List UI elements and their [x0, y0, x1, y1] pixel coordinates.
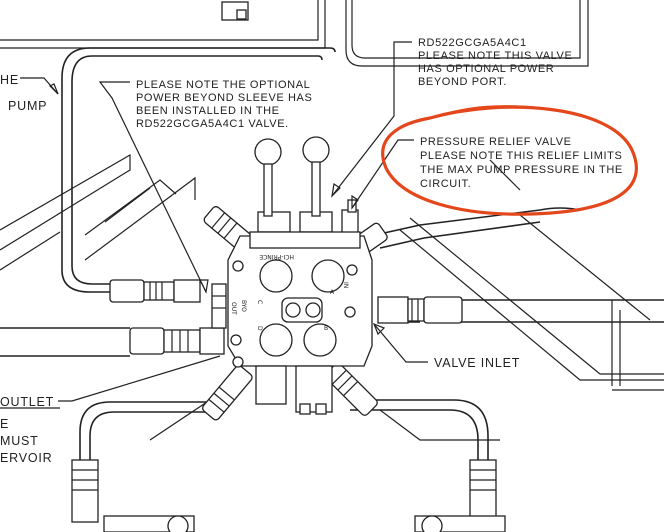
valve-port-out: OUT [230, 302, 237, 315]
labels: HE PUMP PLEASE NOTE THE OPTIONAL POWER B… [0, 37, 623, 465]
valve-port-d: D [256, 326, 263, 331]
lever-knob-right [302, 136, 330, 164]
pump-label: PUMP [8, 99, 47, 113]
power-beyond-note-line-4: RD522GCGA5A4C1 VALVE. [136, 118, 289, 130]
power-beyond-note-line-1: PLEASE NOTE THE OPTIONAL [136, 79, 310, 91]
pressure-relief-note-line-3: THE MAX PUMP PRESSURE IN THE [420, 164, 623, 176]
pressure-relief-note-line-1: PRESSURE RELIEF VALVE [420, 136, 572, 148]
power-beyond-note-line-2: POWER BEYOND SLEEVE HAS [136, 92, 312, 104]
outlet-note-must: MUST [0, 434, 39, 448]
leader-lines [20, 41, 428, 402]
pressure-relief-note-line-4: CIRCUIT. [420, 178, 471, 190]
valve-model-note-line-2: PLEASE NOTE THIS VALVE [418, 50, 572, 62]
background-lines [0, 0, 664, 470]
valve-port-byo: BYO [240, 300, 247, 312]
highlight-ellipse [381, 105, 638, 216]
valve-model-note-line-3: HAS OPTIONAL POWER [418, 63, 554, 75]
valve-port-in: IN [342, 282, 349, 288]
valve-port-a: A [330, 289, 335, 296]
valve-model-note-line-4: BEYOND PORT. [418, 76, 507, 88]
valve-port-c: C [256, 300, 263, 304]
outlet-note-reservoir: ERVOIR [0, 451, 53, 465]
bottom-fittings [71, 459, 506, 532]
power-beyond-note-line-3: BEEN INSTALLED IN THE [136, 105, 280, 117]
lever-knob-left [254, 138, 282, 166]
outlet-label: OUTLET [0, 395, 54, 409]
control-valve: HCI-PRINCE BYO OUT IN A B C D [211, 136, 373, 415]
valve-inlet-label: VALVE INLET [434, 356, 520, 370]
pressure-relief-note-line-2: PLEASE NOTE THIS RELIEF LIMITS [420, 150, 622, 162]
valve-brand-label: HCI-PRINCE [259, 253, 294, 260]
pump-top-label: HE [0, 73, 19, 87]
valve-port-b: B [324, 325, 328, 332]
outlet-note-e: E [0, 417, 9, 431]
valve-model-note-line-1: RD522GCGA5A4C1 [418, 37, 527, 49]
